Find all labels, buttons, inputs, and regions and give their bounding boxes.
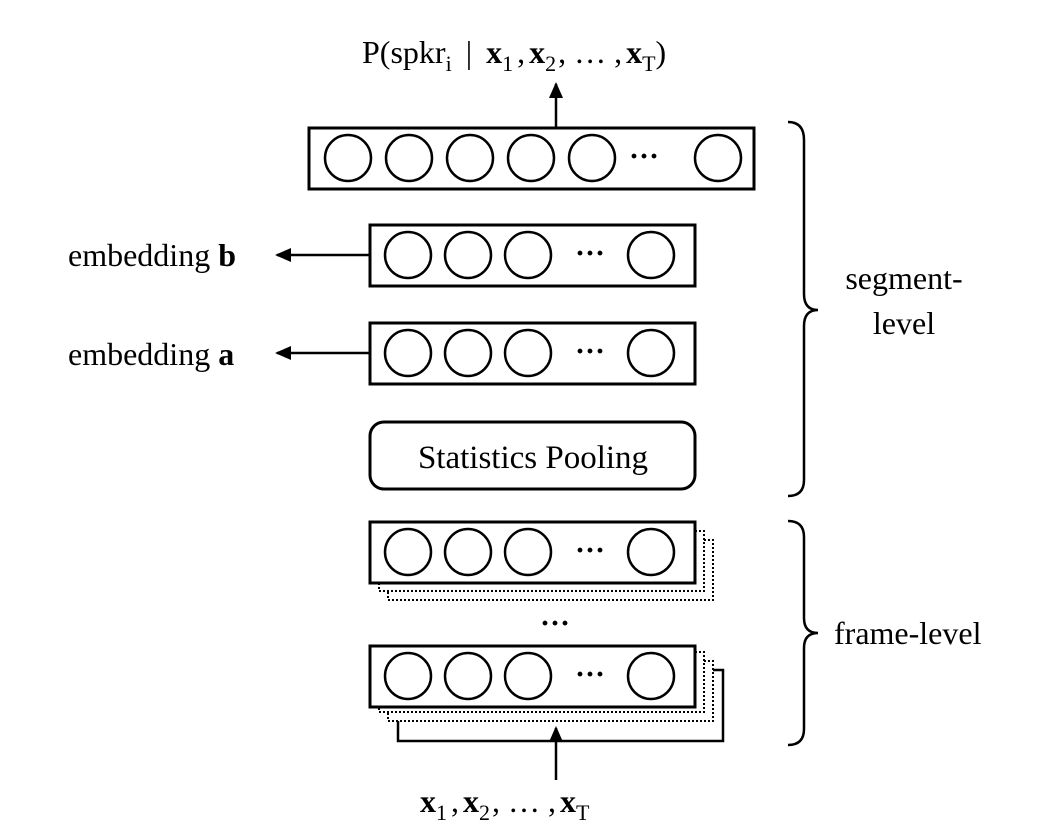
hidden-node [443, 328, 493, 378]
layer-ellipsis: ··· [629, 140, 659, 173]
output-probability-label: P(spkri|x1,x2,…,xT) [362, 34, 666, 76]
embedding-b-label: embedding b [68, 237, 236, 273]
frame-level-layer-2: ··· [368, 644, 725, 743]
hidden-node [443, 527, 493, 577]
hidden-node [383, 527, 433, 577]
embedding-a-layer: ··· [368, 321, 697, 386]
statistics-pooling-label: Statistics Pooling [418, 440, 648, 476]
frame-level-label: frame-level [834, 615, 982, 651]
output-node [693, 133, 743, 183]
hidden-node [626, 651, 676, 701]
embedding-b-layer: ··· [368, 223, 697, 288]
hidden-node [626, 230, 676, 280]
hidden-node [626, 328, 676, 378]
layer-ellipsis: ··· [575, 534, 605, 567]
output-node [384, 133, 434, 183]
embedding-a-label: embedding a [68, 336, 234, 372]
segment-level-label: level [873, 305, 935, 341]
output-node [445, 133, 495, 183]
hidden-node [383, 328, 433, 378]
hidden-node [443, 651, 493, 701]
segment-level-brace [787, 120, 819, 498]
output-node [567, 133, 617, 183]
layer-ellipsis: ··· [575, 237, 605, 270]
segment-level-label: segment- [845, 260, 962, 296]
hidden-node [503, 328, 553, 378]
layer-ellipsis: ··· [575, 335, 605, 368]
input-sequence-label: x1,x2,…,xT [420, 783, 590, 825]
frame-level-brace [787, 519, 819, 747]
hidden-node [503, 651, 553, 701]
output-node [506, 133, 556, 183]
hidden-node [443, 230, 493, 280]
hidden-node [626, 527, 676, 577]
hidden-node [383, 230, 433, 280]
statistics-pooling-block: Statistics Pooling [368, 420, 697, 491]
output-node [323, 133, 373, 183]
stack-ellipsis: ··· [540, 607, 570, 640]
output-layer: ··· [307, 126, 756, 191]
layer-ellipsis: ··· [575, 658, 605, 691]
frame-level-layer-1: ··· [368, 520, 714, 601]
hidden-node [503, 527, 553, 577]
hidden-node [383, 651, 433, 701]
hidden-node [503, 230, 553, 280]
